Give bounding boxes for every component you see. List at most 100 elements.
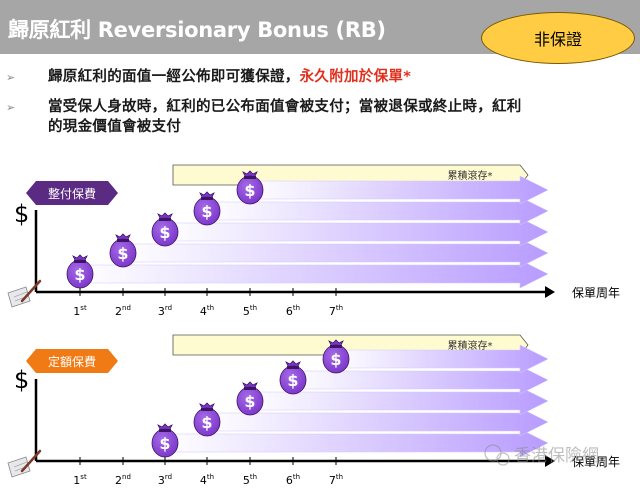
bullet-2-line-1: 當受保人身故時，紅利的已公布面值會被支付；當被退保或終止時，紅利 [48,99,522,115]
year-tick-number: 2 [115,305,122,318]
year-tick-label: 2nd [115,304,131,318]
year-tick-number: 7 [329,305,336,318]
growth-arrow [122,238,549,268]
year-tick-label: 3rd [158,304,172,318]
money-bag-icon: $ [66,254,94,289]
year-tick-label: 7th [329,304,343,318]
non-guaranteed-badge: 非保證 [481,12,635,64]
year-tick-number: 5 [243,474,250,487]
money-bag-dollar: $ [159,223,170,242]
year-tick-label: 4th [200,304,214,318]
growth-arrow [164,428,549,458]
money-bag-dollar: $ [244,392,255,411]
year-tick-label: 3rd [158,473,172,487]
watermark-text: 香港保險網 [514,446,599,466]
x-axis-arrowhead [545,286,555,298]
year-tick-suffix: th [250,304,257,312]
pen-notepad-icon [7,279,42,308]
money-bag-icon: $ [151,423,179,458]
money-bag-tie [74,260,86,263]
year-tick-number: 7 [329,474,336,487]
growth-arrow [249,175,549,205]
money-bag-icon: $ [193,402,221,437]
year-tick-suffix: th [336,473,343,481]
year-tick-number: 3 [158,474,165,487]
premium-type-label: 整付保費 [48,186,96,201]
premium-type-label: 定額保費 [48,354,96,369]
year-tick-suffix: th [250,473,257,481]
money-bag-tie [244,176,256,179]
year-tick-suffix: rd [165,473,172,481]
year-tick-suffix: th [293,473,300,481]
x-axis-arrowhead [545,455,555,467]
year-tick-number: 6 [286,474,293,487]
year-tick-suffix: th [207,304,214,312]
money-bag-tie [330,345,342,348]
money-bag-dollar: $ [201,202,212,221]
dollar-axis-label: $ [14,200,29,228]
premium-type-hexagon [26,349,118,373]
money-bag-icon: $ [279,360,307,395]
money-bag-dollar: $ [117,244,128,263]
bullet-1-highlight: 永久附加於保單* [299,69,412,85]
year-tick-label: 2nd [115,473,131,487]
bullet-1-main: 歸原紅利的面值一經公佈即可獲保證， [48,69,300,85]
year-tick-label: 6th [286,473,300,487]
accumulated-label: 累積滾存* [448,339,493,352]
year-tick-number: 4 [200,474,207,487]
money-bag-dollar: $ [159,434,170,453]
money-bag-dollar: $ [330,350,341,369]
year-tick-number: 2 [115,474,122,487]
growth-arrow [164,217,549,247]
year-tick-number: 5 [243,305,250,318]
bullet-2-line-2: 的現金價值會被支付 [48,119,182,135]
money-bag-icon: $ [322,339,350,374]
year-tick-suffix: rd [165,304,172,312]
notepad-line [13,461,28,468]
money-bag-dollar: $ [74,265,85,284]
year-tick-suffix: st [80,304,87,312]
money-bag-dollar: $ [244,181,255,200]
watermark: 香港保險網 [484,444,599,466]
year-tick-suffix: nd [122,473,131,481]
x-axis-label: 保單周年 [572,455,620,469]
money-bag-tie [287,366,299,369]
year-tick-number: 1 [73,474,80,487]
page-title: 歸原紅利 Reversionary Bonus (RB) [8,18,386,42]
pen-notepad-icon [7,449,42,478]
money-bag-dollar: $ [287,371,298,390]
money-bag-tie [201,197,213,200]
year-tick-suffix: nd [122,304,131,312]
pen [20,279,42,303]
bullet-arrow-icon: ➢ [6,71,16,84]
money-bag-icon: $ [236,381,264,416]
year-tick-label: 1st [73,304,87,318]
growth-arrow [79,259,549,289]
money-bag-tie [201,408,213,411]
wechat-icon-bubble [496,452,510,466]
year-tick-label: 5th [243,473,257,487]
notepad [7,456,31,478]
notepad-line [13,291,28,298]
pen [20,449,42,473]
year-tick-number: 6 [286,305,293,318]
premium-type-hexagon [26,181,118,205]
money-bag-tie [159,218,171,221]
year-tick-label: 6th [286,304,300,318]
money-bag-icon: $ [151,212,179,247]
dollar-axis-label: $ [14,366,29,394]
money-bag-dollar: $ [201,413,212,432]
growth-arrow [335,344,549,374]
year-tick-suffix: th [207,473,214,481]
bullet-1-text: 歸原紅利的面值一經公佈即可獲保證，永久附加於保單* [48,67,411,87]
money-bag-icon: $ [236,170,264,205]
year-tick-number: 4 [200,305,207,318]
year-tick-number: 3 [158,305,165,318]
money-bag-icon: $ [109,233,137,268]
year-tick-suffix: th [336,304,343,312]
bullet-arrow-icon: ➢ [6,101,16,114]
money-bag-tie [117,239,129,242]
year-tick-suffix: th [293,304,300,312]
notepad [7,286,31,308]
year-tick-label: 5th [243,304,257,318]
